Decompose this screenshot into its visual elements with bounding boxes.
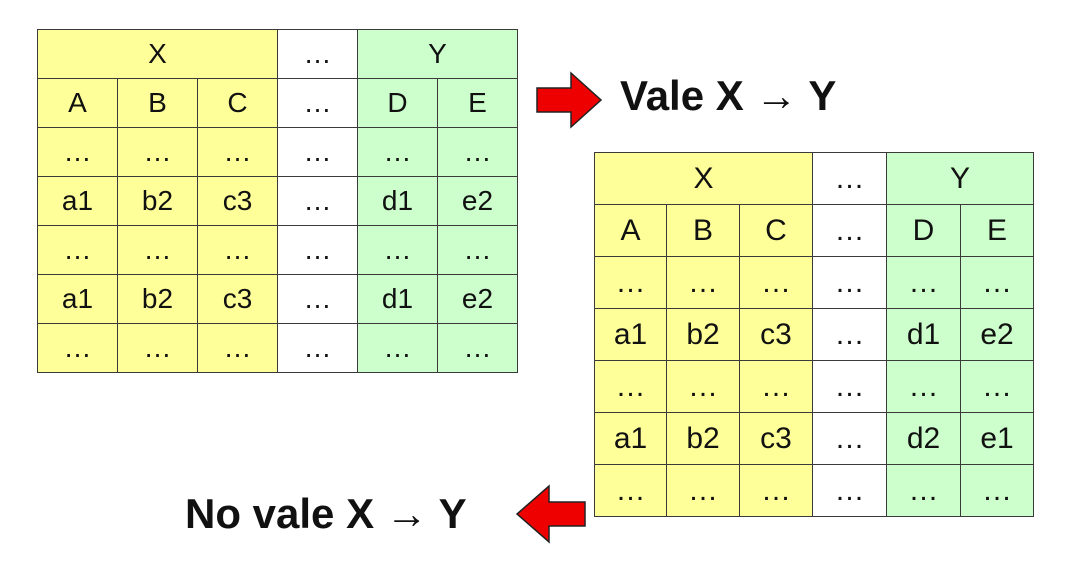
table-row: … … … … … …: [37, 323, 518, 373]
cell-middle: …: [277, 127, 358, 177]
column-header-middle: …: [812, 204, 888, 257]
cell-a: …: [594, 256, 667, 309]
cell-b: …: [117, 225, 198, 275]
column-header-a: A: [594, 204, 667, 257]
table-row: a1 b2 c3 … d1 e2: [37, 176, 518, 226]
cell-b: b2: [666, 412, 740, 465]
cell-c: …: [738, 464, 814, 517]
cell-c: …: [197, 127, 278, 177]
cell-e: …: [960, 360, 1035, 413]
cell-b: …: [666, 464, 740, 517]
group-header-x: X: [593, 152, 814, 205]
column-header-e: E: [960, 204, 1035, 257]
cell-a: a1: [594, 308, 667, 361]
column-header-b: B: [117, 78, 198, 128]
cell-middle: …: [277, 323, 358, 373]
cell-c: …: [197, 225, 278, 275]
cell-a: …: [37, 323, 118, 373]
cell-d: …: [357, 127, 438, 177]
table-row: … … … … … …: [37, 127, 518, 177]
group-header-middle: …: [277, 29, 358, 79]
group-header-x: X: [37, 29, 278, 79]
column-header-d: D: [886, 204, 962, 257]
cell-d: d1: [357, 176, 438, 226]
cell-a: a1: [594, 412, 667, 465]
cell-a: …: [37, 127, 118, 177]
caption-valid-dependency: Vale X → Y: [620, 72, 837, 119]
table-invalid-dependency: X … Y A B C … D E … … … … … … a1 b2 c3 ……: [593, 152, 1035, 517]
table-row: a1 b2 c3 … d1 e2: [37, 274, 518, 324]
column-header-middle: …: [277, 78, 358, 128]
cell-d-highlighted: d1: [886, 308, 962, 361]
cell-b: …: [117, 127, 198, 177]
cell-middle: …: [812, 412, 888, 465]
cell-e: …: [960, 256, 1035, 309]
cell-d: d1: [357, 274, 438, 324]
cell-c: c3: [738, 412, 814, 465]
group-header-row: X … Y: [37, 29, 518, 79]
cell-middle: …: [277, 176, 358, 226]
cell-a: …: [37, 225, 118, 275]
cell-middle: …: [812, 308, 888, 361]
cell-b: …: [666, 256, 740, 309]
cell-e-highlighted: e2: [960, 308, 1035, 361]
table-row: … … … … … …: [594, 464, 1035, 517]
column-header-c: C: [738, 204, 814, 257]
cell-middle: …: [812, 360, 888, 413]
cell-a: …: [594, 360, 667, 413]
cell-e: …: [437, 127, 518, 177]
cell-d: …: [886, 464, 962, 517]
cell-a: a1: [37, 176, 118, 226]
table-row: … … … … … …: [594, 360, 1035, 413]
group-header-y: Y: [886, 152, 1035, 205]
cell-e: …: [437, 225, 518, 275]
group-header-y: Y: [357, 29, 518, 79]
cell-a: a1: [37, 274, 118, 324]
column-header-e: E: [437, 78, 518, 128]
cell-c: c3: [197, 274, 278, 324]
cell-c: c3: [738, 308, 814, 361]
cell-e: …: [960, 464, 1035, 517]
cell-d: …: [357, 225, 438, 275]
cell-a: …: [594, 464, 667, 517]
cell-middle: …: [812, 256, 888, 309]
right-arrow-icon: [536, 71, 603, 129]
group-header-row: X … Y: [593, 152, 1035, 205]
column-header-a: A: [37, 78, 118, 128]
column-header-row: A B C … D E: [37, 78, 518, 128]
cell-e-highlighted: e1: [960, 412, 1035, 465]
cell-b: b2: [666, 308, 740, 361]
cell-e: e2: [437, 274, 518, 324]
cell-d-highlighted: d2: [886, 412, 962, 465]
column-header-d: D: [357, 78, 438, 128]
table-row: a1 b2 c3 … d1 e2: [594, 308, 1035, 361]
cell-e: …: [437, 323, 518, 373]
cell-c: …: [738, 256, 814, 309]
cell-middle: …: [277, 225, 358, 275]
column-header-c: C: [197, 78, 278, 128]
caption-invalid-dependency: No vale X → Y: [185, 490, 467, 537]
cell-b: b2: [117, 274, 198, 324]
cell-b: b2: [117, 176, 198, 226]
group-header-middle: …: [812, 152, 888, 205]
table-valid-dependency: X … Y A B C … D E … … … … … … a1 b2 c3 ……: [37, 29, 518, 373]
table-row: a1 b2 c3 … d2 e1: [594, 412, 1035, 465]
cell-c: …: [738, 360, 814, 413]
column-header-b: B: [666, 204, 740, 257]
left-arrow-icon: [515, 484, 586, 544]
cell-d: …: [886, 360, 962, 413]
cell-middle: …: [812, 464, 888, 517]
cell-d: …: [886, 256, 962, 309]
table-row: … … … … … …: [594, 256, 1035, 309]
cell-d: …: [357, 323, 438, 373]
cell-c: c3: [197, 176, 278, 226]
column-header-row: A B C … D E: [594, 204, 1035, 257]
table-row: … … … … … …: [37, 225, 518, 275]
cell-e: e2: [437, 176, 518, 226]
cell-b: …: [117, 323, 198, 373]
cell-b: …: [666, 360, 740, 413]
cell-c: …: [197, 323, 278, 373]
cell-middle: …: [277, 274, 358, 324]
